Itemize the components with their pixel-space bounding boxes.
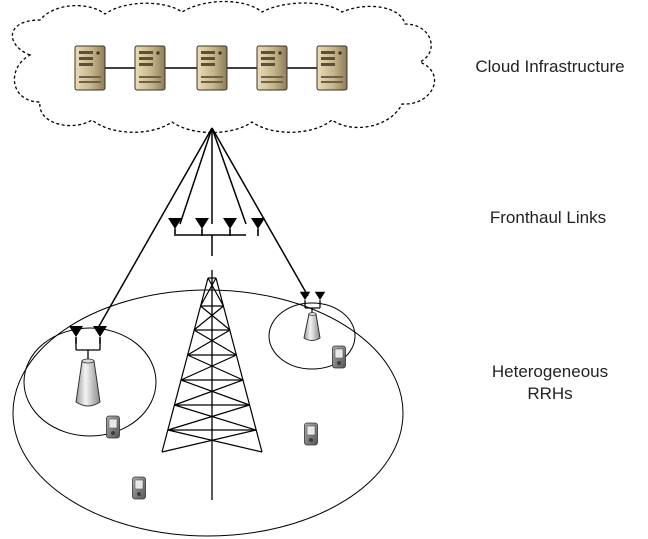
- heterogeneous-rrhs-label: Heterogeneous RRHs: [462, 361, 638, 405]
- antenna-icon: [68, 325, 84, 345]
- cloud-infrastructure-label: Cloud Infrastructure: [475, 57, 625, 76]
- server-icon: [134, 45, 166, 91]
- antenna-icon: [222, 217, 238, 237]
- server-icon: [196, 45, 228, 91]
- fronthaul-links-label: Fronthaul Links: [489, 208, 607, 227]
- heterogeneous-rrhs-label-line2: RRHs: [527, 384, 573, 403]
- mobile-phone-icon: [106, 415, 120, 439]
- antenna-icon: [92, 325, 108, 345]
- antenna-icon: [250, 217, 266, 237]
- mobile-phone-icon: [332, 345, 346, 369]
- antenna-icon: [167, 217, 183, 237]
- macro-cell-coverage: [12, 289, 404, 537]
- lattice-tower-icon: [161, 225, 263, 500]
- mobile-phone-icon: [304, 422, 318, 446]
- heterogeneous-rrhs-label-line1: Heterogeneous: [491, 362, 609, 381]
- server-icon: [74, 45, 106, 91]
- small-cell-rrh-icon: [68, 325, 108, 407]
- antenna-icon: [194, 217, 210, 237]
- server-icon: [316, 45, 348, 91]
- mobile-phone-icon: [132, 476, 146, 500]
- small-cell-coverage-left: [23, 327, 157, 437]
- server-icon: [256, 45, 288, 91]
- small-cell-rrh-icon: [299, 291, 326, 341]
- small-cell-coverage-right: [268, 302, 356, 370]
- fronthaul-links: [97, 127, 309, 329]
